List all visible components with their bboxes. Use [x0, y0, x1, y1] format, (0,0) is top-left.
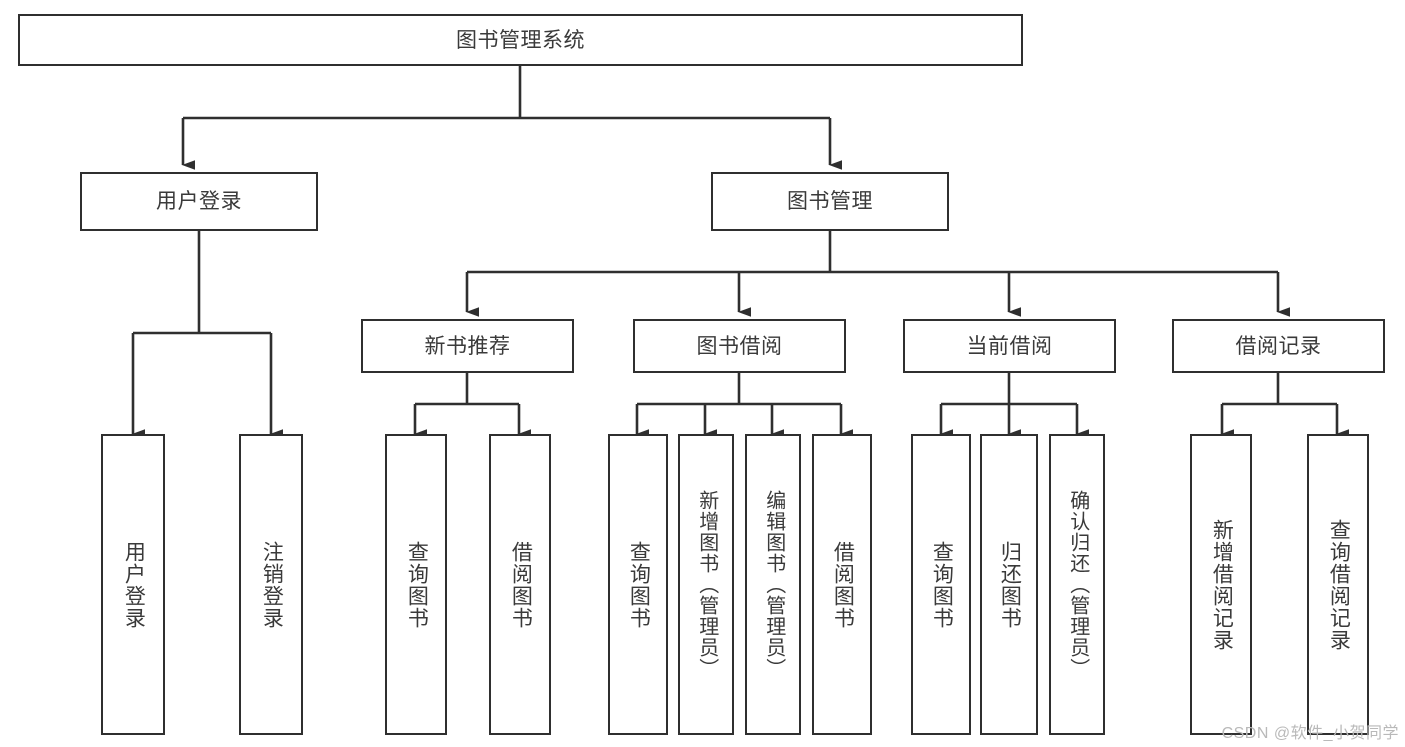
leaf-current-return-book[interactable]: 归还图书 — [980, 434, 1038, 735]
leaf-user-login-signout[interactable]: 注销登录 — [239, 434, 303, 735]
watermark-label: CSDN @软件_小贺同学 — [1221, 725, 1399, 742]
node-book-borrow[interactable]: 图书借阅 — [633, 319, 846, 373]
leaf-borrow-query-book[interactable]: 查询图书 — [608, 434, 668, 735]
leaf-record-query-borrow-record[interactable]: 查询借阅记录 — [1307, 434, 1369, 735]
node-borrow-record[interactable]: 借阅记录 — [1172, 319, 1385, 373]
leaf-borrow-edit-book-admin[interactable]: 编辑图书（管理员） — [745, 434, 801, 735]
leaf-current-confirm-return-admin[interactable]: 确认归还（管理员） — [1049, 434, 1105, 735]
leaf-record-add-borrow-record[interactable]: 新增借阅记录 — [1190, 434, 1252, 735]
leaf-borrow-borrow-book[interactable]: 借阅图书 — [812, 434, 872, 735]
leaf-current-query-book[interactable]: 查询图书 — [911, 434, 971, 735]
leaf-new-book-query[interactable]: 查询图书 — [385, 434, 447, 735]
node-book-management[interactable]: 图书管理 — [711, 172, 949, 231]
leaf-new-book-borrow[interactable]: 借阅图书 — [489, 434, 551, 735]
node-user-login[interactable]: 用户登录 — [80, 172, 318, 231]
leaf-borrow-add-book-admin[interactable]: 新增图书（管理员） — [678, 434, 734, 735]
node-current-borrow[interactable]: 当前借阅 — [903, 319, 1116, 373]
node-new-book-recommend[interactable]: 新书推荐 — [361, 319, 574, 373]
leaf-user-login-signin[interactable]: 用户登录 — [101, 434, 165, 735]
node-root-book-management-system[interactable]: 图书管理系统 — [18, 14, 1023, 66]
